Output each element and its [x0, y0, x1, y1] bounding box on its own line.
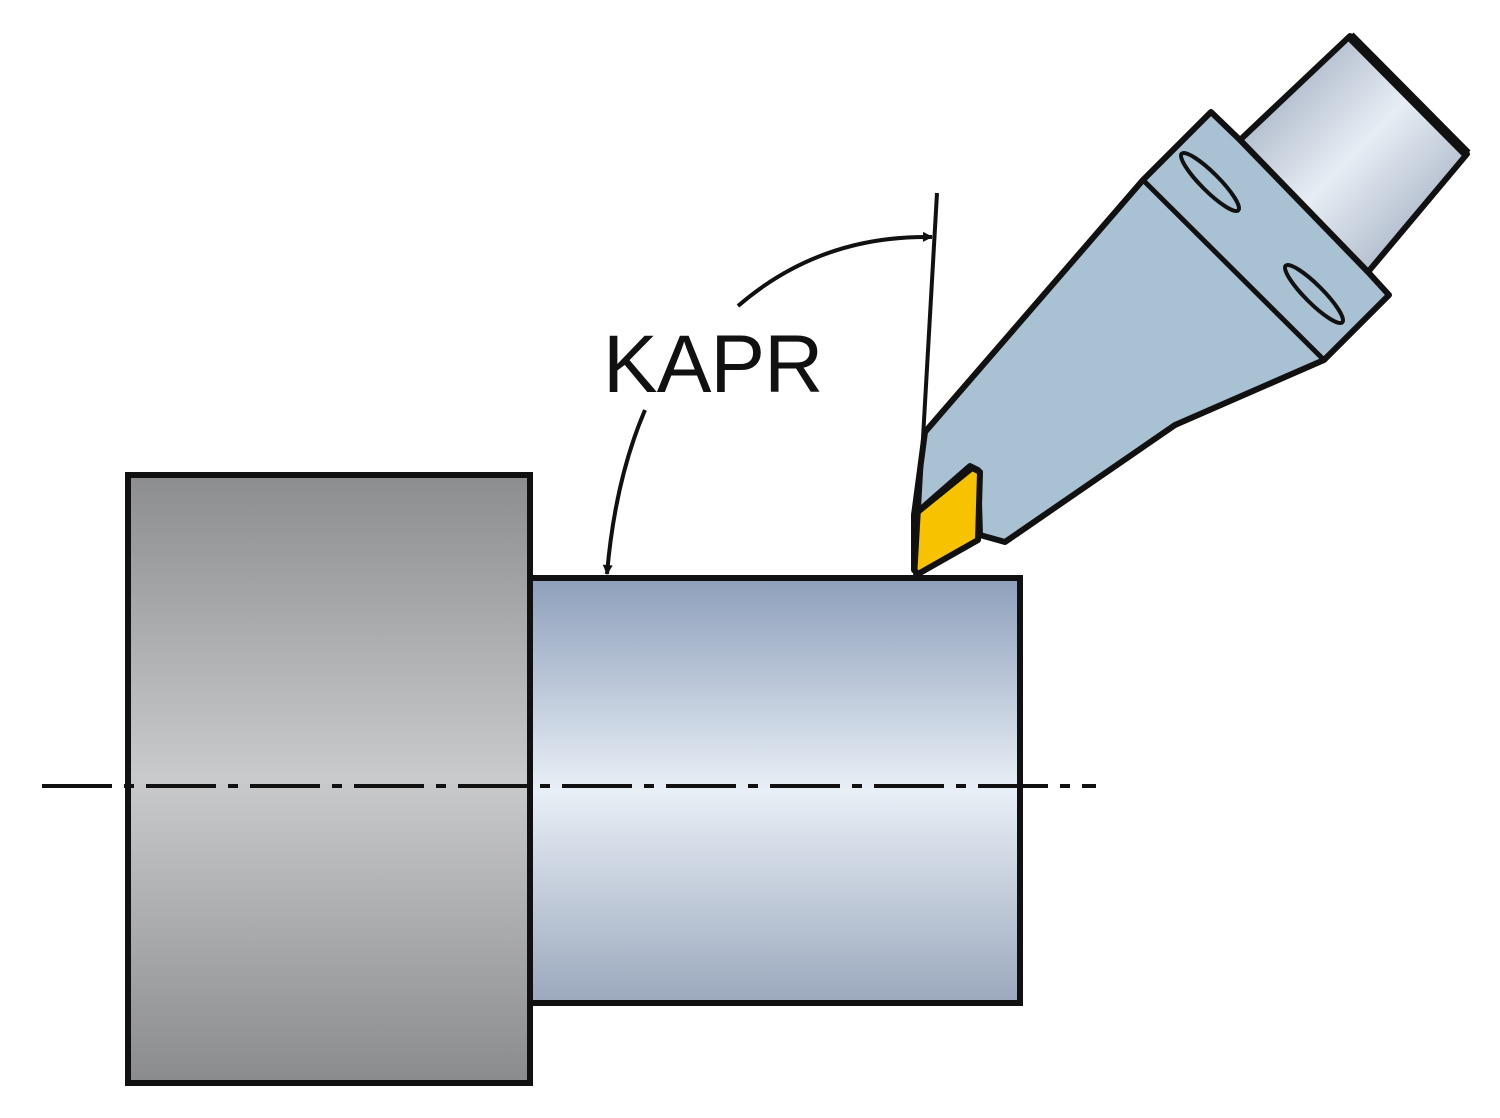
workpiece-small-diameter: [527, 575, 1023, 1006]
workpiece: [125, 472, 1023, 1086]
angle-arrow-lower: [602, 409, 647, 575]
tool-holder: [911, 32, 1471, 577]
workpiece-large-diameter: [125, 472, 533, 1086]
angle-arrow-upper: [736, 231, 933, 308]
screw-icon: [1179, 151, 1241, 213]
reference-line: [913, 192, 939, 579]
angle-label: KAPR: [603, 319, 823, 410]
screw-icon: [1283, 263, 1345, 325]
